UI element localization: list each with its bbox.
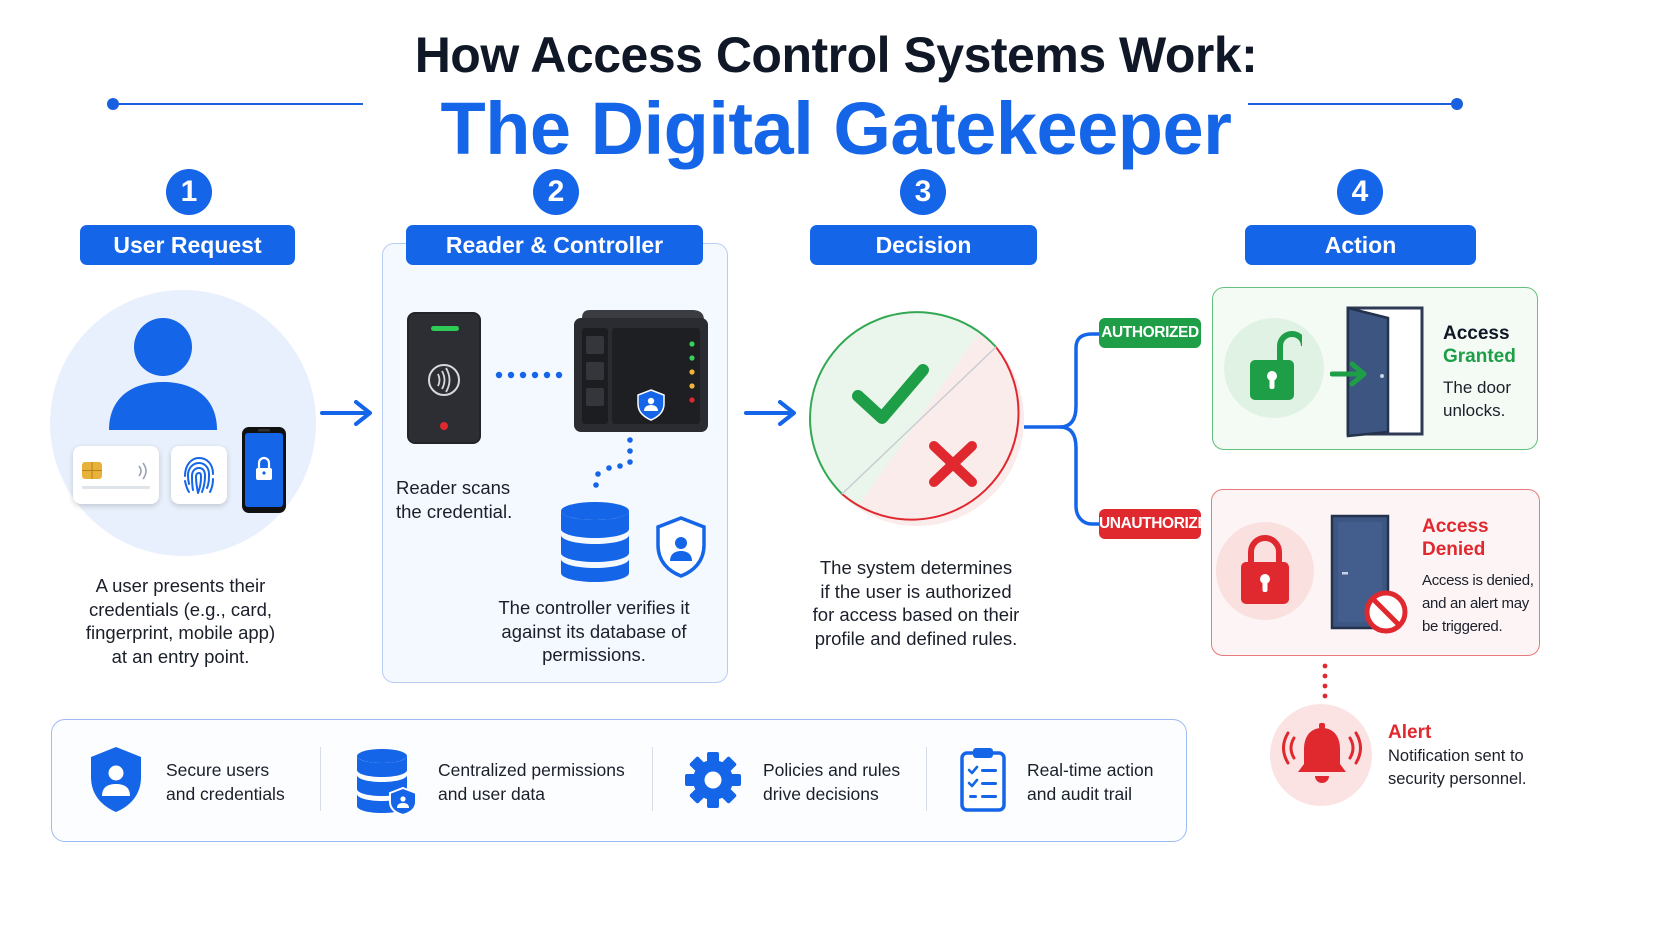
decision-circle [809, 311, 1024, 526]
title-line-1: How Access Control Systems Work: [414, 27, 1258, 83]
step-3-label: Decision [810, 225, 1037, 265]
shield-user-icon [656, 516, 706, 578]
shield-user-icon [91, 747, 141, 812]
reader-description: Reader scans the credential. [396, 477, 513, 522]
arrow-right-icon [744, 400, 796, 426]
unlocked-padlock-icon [1250, 331, 1302, 400]
step-4-number: 4 [1337, 169, 1383, 215]
feature-divider [652, 747, 653, 811]
step-1-label: User Request [80, 225, 295, 265]
card-icon [73, 446, 159, 504]
open-door-icon [1330, 306, 1424, 438]
locked-padlock-icon [1241, 535, 1289, 604]
unauthorized-badge: UNAUTHORIZED [1099, 509, 1219, 539]
decision-branch-connector [1024, 332, 1104, 526]
alert-description: Notification sent to security personnel. [1388, 747, 1527, 788]
denied-title-2: Denied [1422, 539, 1486, 560]
controller-description: The controller verifies it against its d… [498, 597, 690, 665]
title-line-2: The Digital Gatekeeper [440, 87, 1232, 170]
granted-description: The door unlocks. [1443, 378, 1512, 420]
feature-2-text: Centralized permissions and user data [438, 760, 625, 804]
feature-divider [320, 747, 321, 811]
reader-controller-link [495, 371, 563, 379]
feature-3-text: Policies and rules drive decisions [763, 760, 901, 804]
card-reader-icon [407, 312, 481, 444]
alarm-bell-icon [1282, 723, 1362, 783]
alert-title: Alert [1388, 722, 1432, 743]
granted-title-2: Granted [1443, 346, 1516, 367]
step-2-number: 2 [533, 169, 579, 215]
fingerprint-icon [171, 446, 227, 504]
denied-description: Access is denied, and an alert may be tr… [1422, 572, 1534, 635]
step-3-description: The system determines if the user is aut… [812, 557, 1020, 649]
user-icon [109, 318, 217, 430]
step-3-number: 3 [900, 169, 946, 215]
granted-title-1: Access [1443, 323, 1510, 344]
step-1-description: A user presents their credentials (e.g.,… [85, 575, 276, 667]
step-4-label: Action [1245, 225, 1476, 265]
clipboard-icon [960, 748, 1006, 812]
closed-door-icon [1330, 514, 1408, 634]
gear-icon [685, 752, 741, 808]
title-right-dot [1451, 98, 1463, 110]
feature-4-text: Real-time action and audit trail [1027, 760, 1154, 804]
title-right-line [1248, 103, 1457, 105]
feature-divider [926, 747, 927, 811]
title-left-line [113, 103, 363, 105]
step-2-label: Reader & Controller [406, 225, 703, 265]
mobile-phone-icon [242, 427, 286, 513]
feature-1-text: Secure users and credentials [166, 760, 285, 804]
database-icon [561, 502, 629, 582]
controller-device-icon [574, 310, 708, 432]
denied-title-1: Access [1422, 516, 1489, 537]
controller-database-link [593, 437, 633, 488]
authorized-badge: AUTHORIZED [1099, 318, 1201, 348]
denied-alert-link [1322, 663, 1328, 699]
database-icon [357, 749, 417, 816]
arrow-right-icon [320, 400, 372, 426]
step-1-number: 1 [166, 169, 212, 215]
